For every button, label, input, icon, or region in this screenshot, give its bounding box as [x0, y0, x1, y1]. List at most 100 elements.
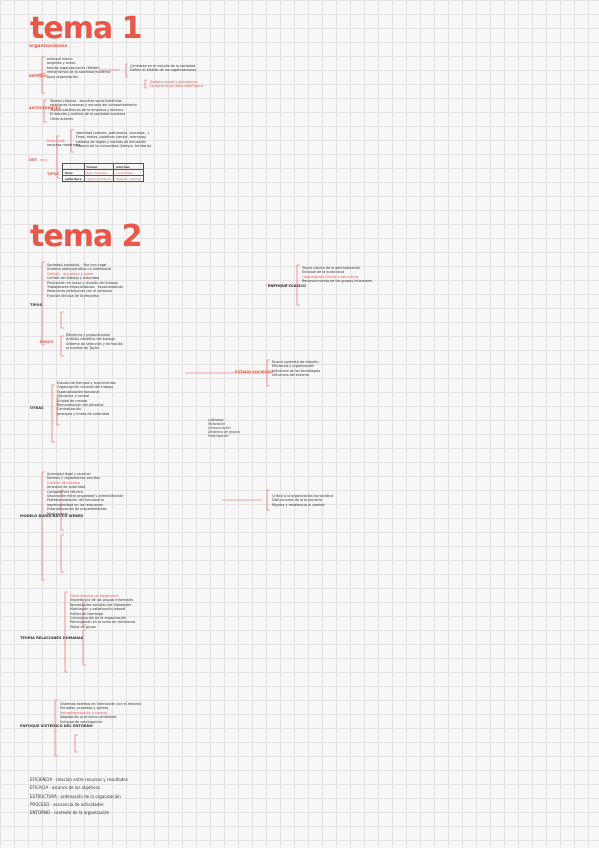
tipos2-block: Sociedad industrial · 'the iron cage' Si… — [47, 263, 123, 298]
def-line: sistema de reglas y normas de actuación — [76, 139, 146, 144]
table-row: estructura rígida / jerárquica flexible … — [62, 175, 144, 182]
sistemico-line: Enfoque de contingencia — [60, 719, 103, 724]
burocracia-right-line: Crítica a la organización burocrática — [272, 494, 334, 498]
roles-line: Eficiencia y productividad — [66, 333, 110, 337]
table-cell: flexible / informal — [113, 175, 144, 182]
estado-line: Influencia de las tecnologías — [272, 368, 321, 373]
tipos2-line: Producción en masa y división del trabaj… — [47, 280, 118, 285]
def-line: identidad (valores, patrimonio, procesos… — [76, 131, 150, 135]
tema1-subtitle: organizaciones — [29, 44, 68, 49]
def-label: DEF. — [29, 158, 38, 162]
table-cell: rígida / jerárquica — [83, 175, 115, 182]
roles2-line: Jerarquía y líneas de autoridad — [57, 411, 110, 416]
burocracia-line: Impersonalidad en las relaciones — [47, 502, 103, 507]
relaciones-line: Motivación y satisfacción laboral — [70, 607, 126, 612]
sistemico-block: Sistemas abiertos en interacción con el … — [60, 702, 141, 724]
tema2-title: tema 2 — [30, 219, 143, 254]
definitions-list: EFICIENCIA · relación entre recursos y r… — [30, 776, 128, 817]
side-note: Participación — [208, 434, 229, 438]
roles-label: ROLES — [40, 340, 54, 344]
enfoque-line: Enfoque de la burocracia — [302, 270, 345, 275]
relaciones-line: Necesidades sociales del trabajador — [70, 602, 132, 607]
tipos2-line: Sistema administrativo no profesional — [47, 267, 112, 272]
tipos2-line: Función técnica de la empresa — [47, 293, 99, 298]
side-note: Motivación — [208, 422, 226, 426]
def-left-block: fines y obj. recursos materiales — [47, 139, 81, 148]
roles-line: Sistema de selección y formación — [66, 341, 123, 346]
antecedentes-label: ANTECEDENTES — [29, 106, 61, 110]
estudio-far-line: La burocracia como ideal típico — [150, 84, 204, 89]
roles2-line: Centralización — [57, 407, 82, 412]
side-note: Comunicación — [208, 426, 231, 430]
estado-line: Eficiencia y organización — [272, 364, 314, 369]
relaciones-line: Comunicación en la organización — [70, 616, 127, 621]
burocracia-line: División del trabajo — [47, 480, 80, 485]
enfoque-clasico-label: ENFOQUE CLÁSICO — [268, 284, 306, 288]
burocracia-line: Separación entre propiedad y administrac… — [47, 494, 124, 499]
estudio-line: teorías organizaciones (Weber) — [47, 65, 100, 70]
estudio-line: tipos organización — [47, 74, 78, 79]
burocracia-line: Profesionalización del funcionario — [47, 498, 104, 503]
antecedentes-line: relaciones humanas y escuela del comport… — [50, 103, 137, 108]
burocracia-line: Estandarización de procedimientos — [47, 507, 107, 512]
estado-line: Influencia del entorno — [272, 373, 310, 378]
sistemico-line: Entradas, procesos y salidas — [60, 706, 109, 711]
estado-sociedad-label: ESTADO SOCIEDAD — [235, 370, 274, 374]
roles2-line: Unidad de mando — [57, 398, 88, 403]
side-notes: Liderazgo Motivación Comunicación Dinámi… — [208, 418, 240, 438]
estudio-right-line: Centrarse en el estudio de la sociedad — [130, 64, 196, 68]
antecedentes-line: Teorías sistémicas de la empresa y entor… — [50, 107, 124, 112]
burocracia-block: Autoridad legal y racional Normas y regl… — [47, 472, 124, 516]
estudio-line: enfoque macro — [47, 57, 73, 61]
tipos2-line: Gestión · autoridad y poder — [47, 271, 94, 276]
relaciones-line: Moral de grupo — [70, 624, 96, 629]
roles2-line: Disciplina y control — [57, 394, 90, 399]
definition-item: ENTORNO · contexto de la organización — [30, 810, 110, 816]
burocracia-line: Meritocracia — [47, 511, 68, 516]
enfoque-line: Reconocimiento de los grupos informales — [302, 279, 373, 284]
estudio-right-line: Definir el ámbito de las organizaciones — [130, 68, 197, 73]
burocracia-line: Autoridad legal y racional — [47, 472, 91, 476]
enfoque-block: Teoría clásica de la administración Enfo… — [302, 266, 372, 284]
enfoque-line: Organización formal y estructura — [302, 274, 358, 279]
enfoque-line: Teoría clásica de la administración — [302, 266, 361, 270]
roles-line: Análisis científico del trabajo — [66, 337, 115, 342]
sistemico-line: Retroalimentación y control — [60, 710, 107, 715]
tipos2-line: Control del trabajo y autoridad — [47, 276, 100, 281]
roles2-line: Remuneración del personal — [57, 403, 104, 408]
def-line: Espacio de la comunidad (tiempo, territo… — [76, 144, 152, 149]
antecedentes-line: El estudio y análisis de la sociedad mod… — [50, 112, 126, 117]
relaciones-block: Experimentos de Hawthorne Importancia de… — [70, 594, 135, 629]
side-note: Dinámica de grupos — [208, 430, 241, 434]
tipos2-label: TIPOS — [30, 303, 43, 307]
antecedentes-line: Teorías clásicas · escuelas socio-histór… — [50, 99, 122, 103]
roles2-block: Estudio de tiempos y movimientos Organiz… — [57, 381, 116, 416]
estudio-label: ESTUDIO — [29, 74, 47, 78]
side-note: Liderazgo — [208, 418, 224, 422]
burocracia-line: Competencia técnica — [47, 489, 83, 494]
tema1-title: tema 1 — [30, 11, 143, 46]
roles2-line: Estudio de tiempos y movimientos — [57, 381, 116, 385]
estudio-far-line: Sistema social y económico — [150, 80, 197, 84]
def-left-line: recursos materiales — [47, 143, 81, 148]
relaciones-line: Experimentos de Hawthorne — [70, 594, 119, 598]
estudio-block: enfoque macro orígenes y antec. teorías … — [47, 57, 110, 79]
relaciones-line: Importancia de los grupos informales — [70, 598, 134, 603]
antecedentes-line: Otros autores — [50, 116, 74, 121]
sistemico-line: Sistemas abiertos en interacción con el … — [60, 702, 142, 706]
burocracia-right-line: Rigidez y resistencia al cambio — [272, 502, 325, 507]
tipos2-line: Sociedad industrial · 'the iron cage' — [47, 263, 107, 267]
burocracia-line: Jerarquía de autoridad — [47, 485, 85, 490]
estudio-line: mecanismos de la sociedad moderna — [47, 70, 111, 75]
relaciones-line: Estilos de liderazgo — [70, 611, 103, 616]
estado-block: Nuevo contexto de relación Eficiencia y … — [272, 360, 320, 378]
relaciones-line: Participación en la toma de decisiones — [70, 620, 136, 625]
definition-item: PROCESO · secuencia de actividades — [30, 801, 104, 807]
otras-label: OTRAS — [30, 406, 44, 410]
burocracia-right-block: Crítica a la organización burocrática Di… — [272, 494, 333, 507]
modelo-burocratico-label: MODELO BUROCRÁTICO WEBER — [20, 514, 84, 518]
teoria-relaciones-label: TEORÍA RELACIONES HUMANAS — [20, 636, 84, 640]
tipos-label: TIPOS — [47, 172, 60, 176]
antecedentes-block: Teorías clásicas · escuelas socio-histór… — [50, 99, 137, 121]
